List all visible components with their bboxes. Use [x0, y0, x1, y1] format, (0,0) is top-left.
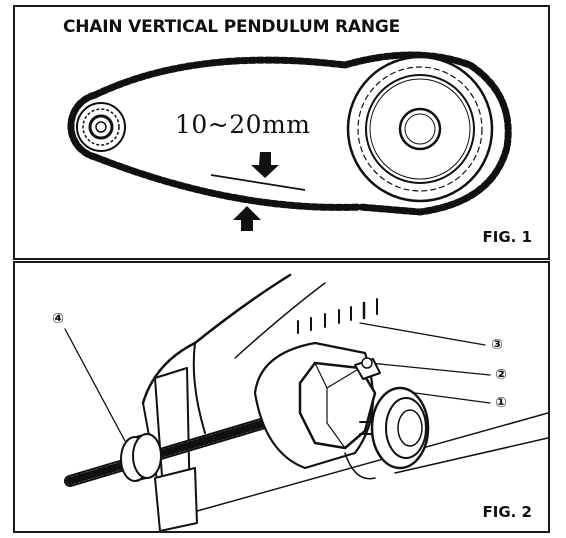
down-arrow	[251, 152, 279, 178]
small-sprocket	[76, 102, 126, 152]
chain-upper-run	[91, 56, 349, 99]
up-arrow	[233, 206, 261, 231]
leader-3	[359, 322, 486, 346]
callout-2: ②	[495, 367, 507, 383]
leader-2	[369, 362, 491, 376]
axle-cap	[359, 386, 430, 470]
figure-1-panel: CHAIN VERTICAL PENDULUM RANGE	[13, 5, 550, 260]
figure-2-label: FIG. 2	[482, 503, 533, 521]
chain-drive-drawing	[67, 51, 512, 231]
figure-2-panel: ④ ③ ② ① FIG. 2	[13, 261, 550, 533]
end-block	[154, 467, 198, 531]
measurement-line	[210, 174, 306, 191]
pendulum-range-value: 10~20mm	[175, 110, 311, 139]
chain-adjuster-drawing	[64, 273, 548, 531]
locknut	[120, 433, 162, 482]
axle-nut	[298, 361, 377, 450]
callout-4: ④	[52, 311, 64, 327]
figure-1-label: FIG. 1	[482, 228, 533, 246]
leader-4	[64, 328, 126, 442]
callout-3: ③	[491, 337, 503, 353]
callout-1: ①	[495, 395, 507, 411]
figure-1-title: CHAIN VERTICAL PENDULUM RANGE	[63, 17, 401, 37]
chain-lower-run	[91, 153, 364, 211]
large-sprocket	[346, 55, 494, 203]
